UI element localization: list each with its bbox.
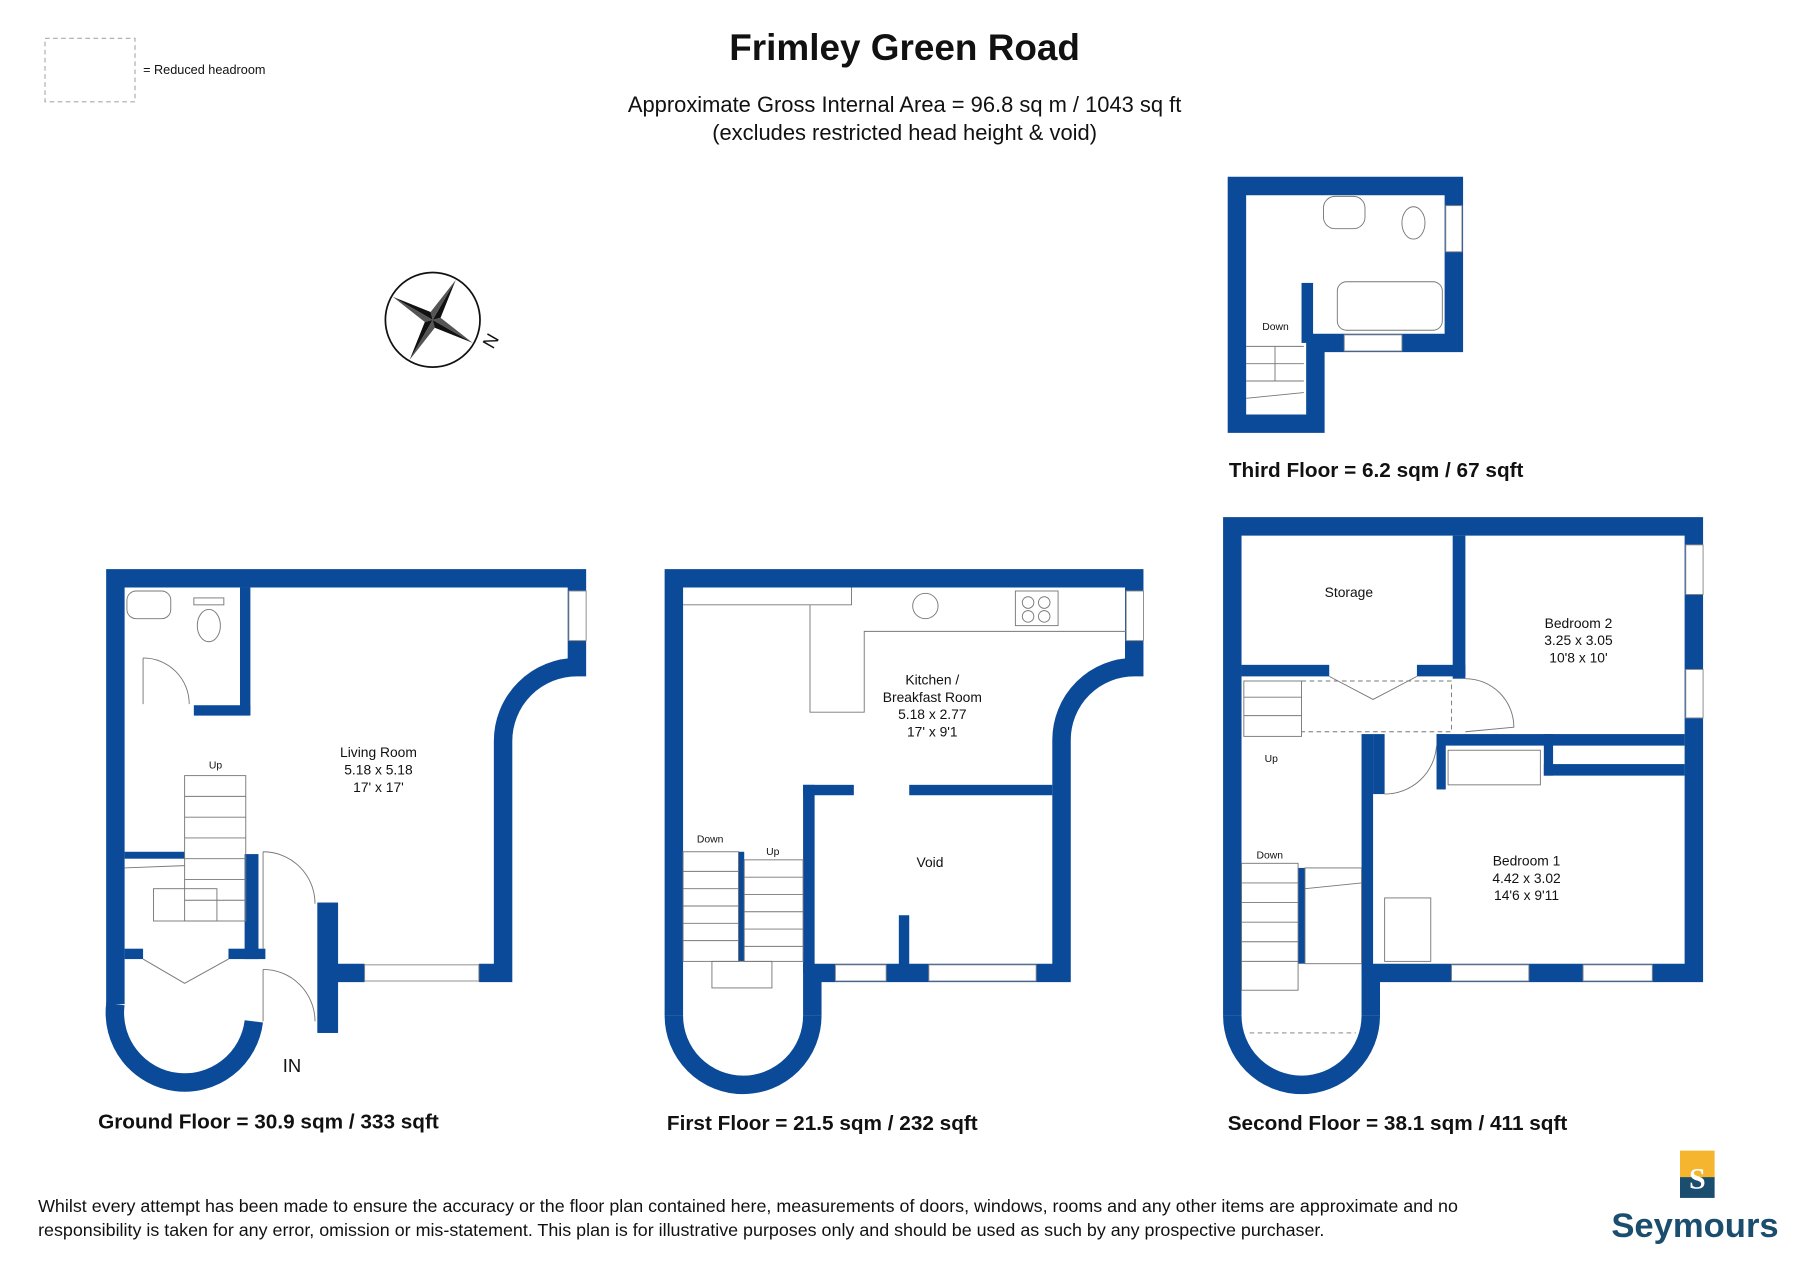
third-floor-plan: Down Third Floor = 6.2 sqm / 67 sqft bbox=[1227, 176, 1524, 482]
page-title: Frimley Green Road bbox=[729, 27, 1080, 68]
bedroom1-imperial: 14'6 x 9'11 bbox=[1494, 887, 1559, 903]
ground-up-label: Up bbox=[209, 761, 222, 772]
bedroom1-metric: 4.42 x 3.02 bbox=[1492, 870, 1560, 886]
kitchen-name-line1: Kitchen / bbox=[905, 671, 959, 687]
disclaimer-line1: Whilst every attempt has been made to en… bbox=[38, 1196, 1458, 1216]
disclaimer-line2: responsibility is taken for any error, o… bbox=[38, 1220, 1324, 1240]
bedroom2-imperial: 10'8 x 10' bbox=[1549, 650, 1607, 666]
ground-floor-plan: Living Room 5.18 x 5.18 17' x 17' Up IN … bbox=[98, 569, 587, 1134]
entrance-label: IN bbox=[283, 1055, 301, 1076]
bedroom2-metric: 3.25 x 3.05 bbox=[1544, 632, 1613, 648]
first-up-label: Up bbox=[766, 847, 779, 858]
svg-text:S: S bbox=[1689, 1163, 1706, 1196]
living-room-imperial: 17' x 17' bbox=[353, 779, 404, 795]
kitchen-imperial: 17' x 9'1 bbox=[907, 723, 958, 739]
bedroom2-name: Bedroom 2 bbox=[1545, 615, 1613, 631]
first-floor-caption: First Floor = 21.5 sqm / 232 sqft bbox=[667, 1112, 978, 1135]
void-label: Void bbox=[917, 854, 944, 870]
brand-name: Seymours bbox=[1611, 1207, 1778, 1245]
first-floor-plan: Kitchen / Breakfast Room 5.18 x 2.77 17'… bbox=[664, 569, 1144, 1135]
reduced-headroom-swatch bbox=[44, 37, 136, 103]
living-room-name: Living Room bbox=[340, 744, 417, 760]
storage-label: Storage bbox=[1325, 584, 1374, 600]
legend-label: = Reduced headroom bbox=[143, 63, 265, 77]
second-down-label: Down bbox=[1257, 851, 1284, 862]
kitchen-metric: 5.18 x 2.77 bbox=[898, 706, 966, 722]
kitchen-name-line2: Breakfast Room bbox=[883, 689, 982, 705]
second-up-label: Up bbox=[1265, 754, 1278, 765]
third-floor-caption: Third Floor = 6.2 sqm / 67 sqft bbox=[1229, 459, 1524, 482]
compass-icon: N bbox=[384, 271, 503, 369]
compass-north-label: N bbox=[478, 330, 503, 352]
second-floor-caption: Second Floor = 38.1 sqm / 411 sqft bbox=[1228, 1112, 1568, 1135]
living-room-metric: 5.18 x 5.18 bbox=[344, 761, 413, 777]
bedroom1-name: Bedroom 1 bbox=[1493, 853, 1561, 869]
second-floor-plan: Storage Bedroom 2 3.25 x 3.05 10'8 x 10'… bbox=[1223, 517, 1704, 1135]
subtitle-line2: (excludes restricted head height & void) bbox=[712, 120, 1097, 145]
first-down-label: Down bbox=[697, 835, 724, 846]
seymours-logo: S Seymours bbox=[1611, 1150, 1779, 1245]
ground-floor-caption: Ground Floor = 30.9 sqm / 333 sqft bbox=[98, 1111, 439, 1134]
third-down-label: Down bbox=[1262, 322, 1289, 333]
subtitle-line1: Approximate Gross Internal Area = 96.8 s… bbox=[628, 92, 1181, 117]
